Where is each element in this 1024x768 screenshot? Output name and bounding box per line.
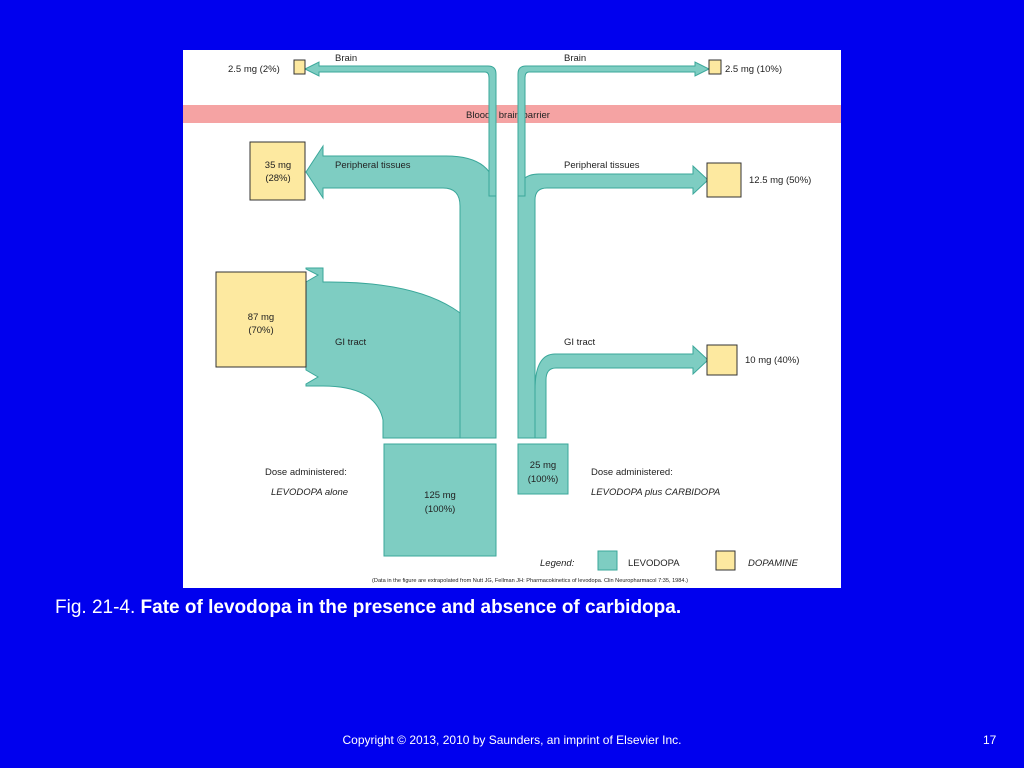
- right-gi-label: GI tract: [564, 337, 596, 348]
- legend-dopamine-label: DOPAMINE: [748, 558, 799, 569]
- left-brain-label: Brain: [335, 53, 357, 64]
- left-peripheral-dopamine-box: [249, 141, 306, 201]
- left-dose-drug: LEVODOPA alone: [271, 487, 348, 498]
- left-brain-value: 2.5 mg (2%): [228, 64, 280, 75]
- left-dose-label: Dose administered:: [265, 467, 347, 478]
- right-peripheral-dopamine-box: [706, 162, 742, 198]
- legend-title: Legend:: [540, 558, 575, 569]
- left-gi-percent: (70%): [248, 325, 273, 336]
- levodopa-fate-figure: Blood - brain barrier 125 mg (100%) Dose…: [183, 50, 841, 588]
- left-gi-label: GI tract: [335, 337, 367, 348]
- right-peripheral-value: 12.5 mg (50%): [749, 175, 811, 186]
- gi-tract-arrow-right: [534, 344, 709, 439]
- left-dose-box: [383, 443, 497, 557]
- right-dose-drug: LEVODOPA plus CARBIDOPA: [591, 487, 720, 498]
- left-dose-amount: 125 mg: [424, 490, 456, 501]
- left-peripheral-mg: 35 mg: [265, 160, 291, 171]
- right-gi-value: 10 mg (40%): [745, 355, 799, 366]
- levodopa-flow-diagram: Blood - brain barrier 125 mg (100%) Dose…: [183, 53, 841, 584]
- brain-arrow-right: [517, 61, 711, 197]
- right-dose-box: [517, 443, 569, 495]
- figure-title: Fate of levodopa in the presence and abs…: [140, 597, 682, 618]
- right-dose-amount: 25 mg: [530, 460, 556, 471]
- right-dose-label: Dose administered:: [591, 467, 673, 478]
- barrier-label: Blood - brain barrier: [466, 110, 550, 121]
- right-brain-dopamine-box: [708, 59, 722, 75]
- page-number: 17: [983, 733, 997, 747]
- legend-dopamine-swatch: [715, 550, 736, 571]
- legend-levodopa-label: LEVODOPA: [628, 558, 680, 569]
- left-peripheral-label: Peripheral tissues: [335, 160, 411, 171]
- left-brain-dopamine-box: [293, 59, 306, 75]
- figure-label: Fig. 21-4.: [55, 597, 136, 618]
- copyright-footer: Copyright © 2013, 2010 by Saunders, an i…: [342, 733, 682, 747]
- right-gi-dopamine-box: [706, 344, 738, 376]
- brain-arrow-left: [303, 61, 497, 197]
- blood-brain-barrier-band: [183, 105, 841, 123]
- right-peripheral-label: Peripheral tissues: [564, 160, 640, 171]
- legend-levodopa-swatch: [597, 550, 618, 571]
- source-note: (Data in the figure are extrapolated fro…: [372, 578, 688, 584]
- left-gi-dopamine-box: [215, 271, 307, 368]
- right-brain-label: Brain: [564, 53, 586, 64]
- left-dose-percent: (100%): [425, 504, 456, 515]
- right-dose-percent: (100%): [528, 474, 559, 485]
- left-peripheral-percent: (28%): [265, 173, 290, 184]
- left-gi-mg: 87 mg: [248, 312, 274, 323]
- right-brain-value: 2.5 mg (10%): [725, 64, 782, 75]
- figure-caption: Fig. 21-4. Fate of levodopa in the prese…: [55, 597, 681, 619]
